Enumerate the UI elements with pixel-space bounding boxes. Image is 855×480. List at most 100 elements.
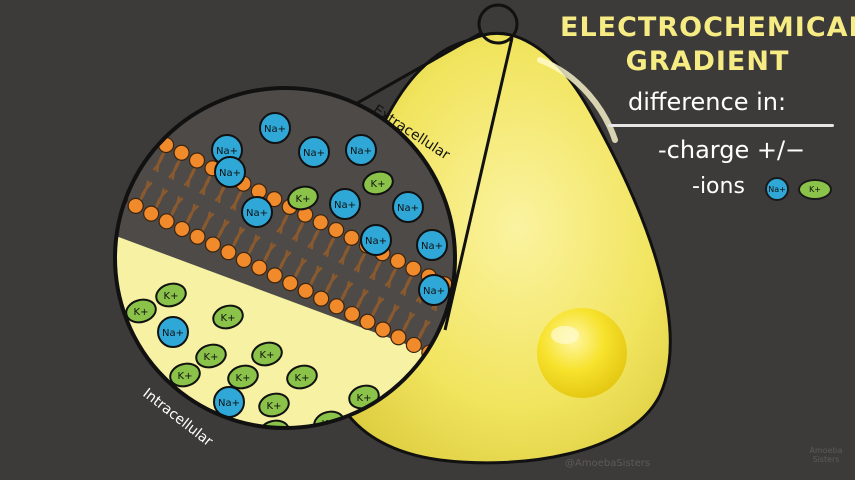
phospholipid-head — [282, 275, 299, 292]
title-line-1: ELECTROCHEMICAL — [560, 12, 855, 43]
zoom-line-right — [443, 37, 514, 331]
sodium-ion: Na+ — [416, 229, 448, 261]
potassium-ion-shape — [251, 341, 283, 367]
phospholipid-head — [127, 121, 144, 138]
phospholipid-head — [328, 298, 345, 315]
sodium-ion-shape — [157, 316, 189, 348]
nucleus — [537, 308, 627, 398]
cell-highlight — [537, 57, 618, 143]
phospholipid-head — [343, 229, 360, 246]
phospholipid-head — [158, 213, 175, 230]
phospholipid-head — [312, 214, 329, 231]
phospholipid-head — [343, 305, 361, 323]
sodium-ion-shape — [214, 156, 246, 188]
phospholipid-head — [189, 228, 206, 245]
phospholipid-head — [389, 252, 407, 270]
lipid-tail — [121, 129, 137, 156]
potassium-ion: K+ — [258, 392, 290, 418]
phospholipid-head — [405, 260, 422, 277]
ion-label: K+ — [134, 307, 149, 318]
membrane-zoom-border — [113, 86, 457, 430]
sodium-ion-shape — [298, 136, 330, 168]
ion-label: Na+ — [303, 148, 325, 159]
charge-label: -charge +/− — [658, 136, 806, 164]
ion-label: Na+ — [365, 236, 387, 247]
ion-label: Na+ — [397, 203, 419, 214]
ion-label: K+ — [221, 313, 236, 324]
legend-divider — [608, 124, 834, 127]
potassium-ion-shape — [227, 364, 259, 390]
ion-label: Na+ — [216, 146, 238, 157]
lipid-tail — [115, 165, 119, 192]
membrane-zoom: Na+ Na+ Na+ Na+ Na+ Na+ K+ K+ Na+ Na+ Na+ Na+ Na+ K+ K… — [97, 88, 455, 428]
phospholipid-head — [266, 267, 283, 284]
sodium-ion-shape — [345, 134, 377, 166]
phospholipid-head — [266, 191, 283, 208]
sodium-ion-shape — [416, 229, 448, 261]
ion-label: Na+ — [219, 168, 241, 179]
phospholipid-head — [127, 197, 144, 214]
potassium-ion-shape — [155, 282, 187, 308]
phospholipid-head — [251, 259, 268, 276]
sodium-ion: Na+ — [259, 112, 291, 144]
phospholipid-head — [313, 290, 330, 307]
ion-label: Na+ — [334, 200, 356, 211]
phospholipid-head — [97, 183, 112, 198]
sodium-ion: Na+ — [241, 196, 273, 228]
sodium-ion-shape — [329, 188, 361, 220]
ions: Na+ Na+ Na+ Na+ Na+ Na+ K+ K+ Na+ Na+ Na+ Na+ Na+ K+ K… — [125, 112, 450, 428]
potassium-ion-shape — [195, 343, 227, 369]
title-line-2: GRADIENT — [625, 46, 790, 77]
sodium-ion: Na+ — [214, 156, 246, 188]
ion-label: K+ — [236, 373, 251, 384]
ion-label: K+ — [178, 371, 193, 382]
potassium-ion: K+ — [227, 364, 259, 390]
zoom-line-left — [344, 31, 482, 112]
sodium-ion: Na+ — [157, 316, 189, 348]
ion-label: K+ — [260, 350, 275, 361]
ion-label: Na+ — [421, 241, 443, 252]
potassium-ion: K+ — [287, 185, 319, 211]
potassium-ion: K+ — [286, 364, 318, 390]
ion-label: K+ — [204, 352, 219, 363]
ion-label: Na+ — [218, 398, 240, 409]
sodium-ion-shape — [259, 112, 291, 144]
zoom-origin-circle — [477, 3, 519, 45]
ion-label: Na+ — [264, 124, 286, 135]
potassium-ion-shape — [287, 185, 319, 211]
phospholipid-head — [297, 282, 314, 299]
ion-label: K+ — [296, 194, 311, 205]
ion-label: K+ — [295, 373, 310, 384]
sodium-ion: Na+ — [345, 134, 377, 166]
sodium-ion-shape — [360, 224, 392, 256]
lipid-tail — [125, 130, 140, 157]
sodium-ion: Na+ — [418, 274, 450, 306]
ion-label: Na+ — [246, 208, 268, 219]
phospholipid-head — [188, 152, 206, 169]
sodium-ion-legend-icon: Na+ — [765, 177, 789, 201]
phospholipid-head — [173, 220, 191, 238]
potassium-ion-shape — [286, 364, 318, 390]
phospholipid-head — [359, 313, 376, 330]
potassium-ion-shape — [362, 170, 394, 196]
sodium-ion-shape — [392, 191, 424, 223]
phospholipid-head — [390, 329, 407, 346]
phospholipid-head — [374, 321, 392, 338]
phospholipid-head — [220, 244, 237, 261]
sodium-ion: Na+ — [392, 191, 424, 223]
phospholipid-head — [143, 205, 160, 222]
watermark-handle: @AmoebaSisters — [565, 458, 651, 469]
phospholipid-head — [142, 129, 159, 146]
potassium-ion-legend-icon: K+ — [798, 179, 832, 200]
potassium-ion: K+ — [155, 282, 187, 308]
potassium-ion-shape — [258, 392, 290, 418]
nucleus-highlight — [551, 326, 579, 344]
sodium-ion-shape — [241, 196, 273, 228]
intracellular-space — [115, 230, 455, 428]
ions-label: -ions — [692, 174, 745, 199]
ion-label: K+ — [267, 401, 282, 412]
lipid-tail — [115, 166, 122, 193]
ion-label: K+ — [371, 179, 386, 190]
ion-label: Na+ — [350, 146, 372, 157]
